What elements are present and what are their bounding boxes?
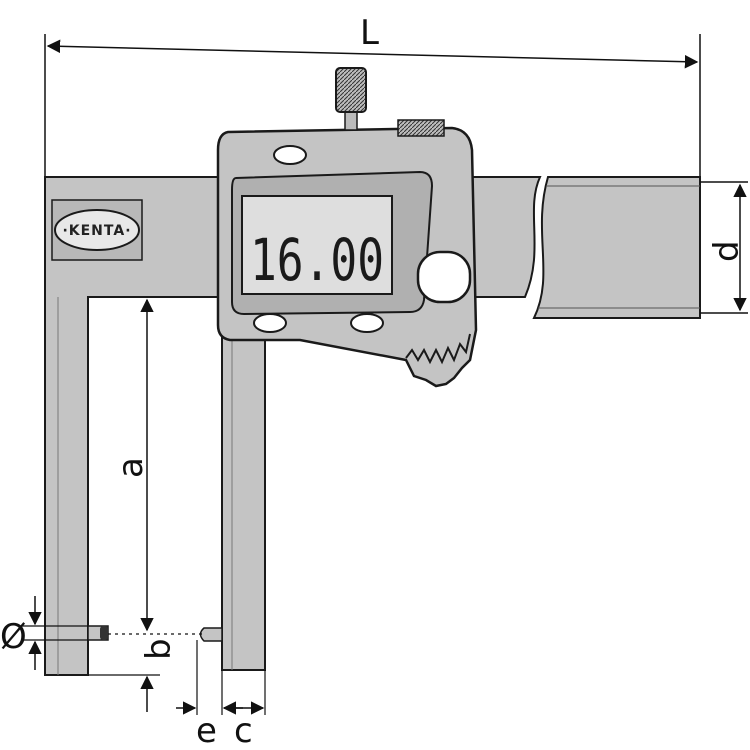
lcd-reading: 16.00 [250,226,384,294]
brand-logo: ·KENTA· [62,223,131,239]
thumb-grip [405,333,471,365]
button-bottom-right[interactable] [350,313,384,333]
brand-oval [54,209,140,251]
dim-label-d: d [707,240,747,262]
battery-slot [416,250,472,304]
movable-jaw [221,329,266,671]
dim-line-L [46,39,699,69]
dim-label-b: b [139,638,179,660]
dim-label-c: c [234,711,253,750]
dim-label-e: e [196,711,217,750]
beam-right [469,176,542,298]
dim-label-phi: Ø [0,617,27,657]
button-bottom-left[interactable] [253,313,287,333]
lcd-screen [241,195,393,295]
dim-label-a: a [111,457,151,478]
top-grip [397,119,445,137]
movable-jaw-pin [199,627,223,642]
lock-screw-knob [335,67,367,113]
button-top[interactable] [273,145,307,165]
dim-label-L: L [360,13,379,53]
beam-end [532,176,701,319]
fixed-jaw-pin-end [100,626,108,640]
